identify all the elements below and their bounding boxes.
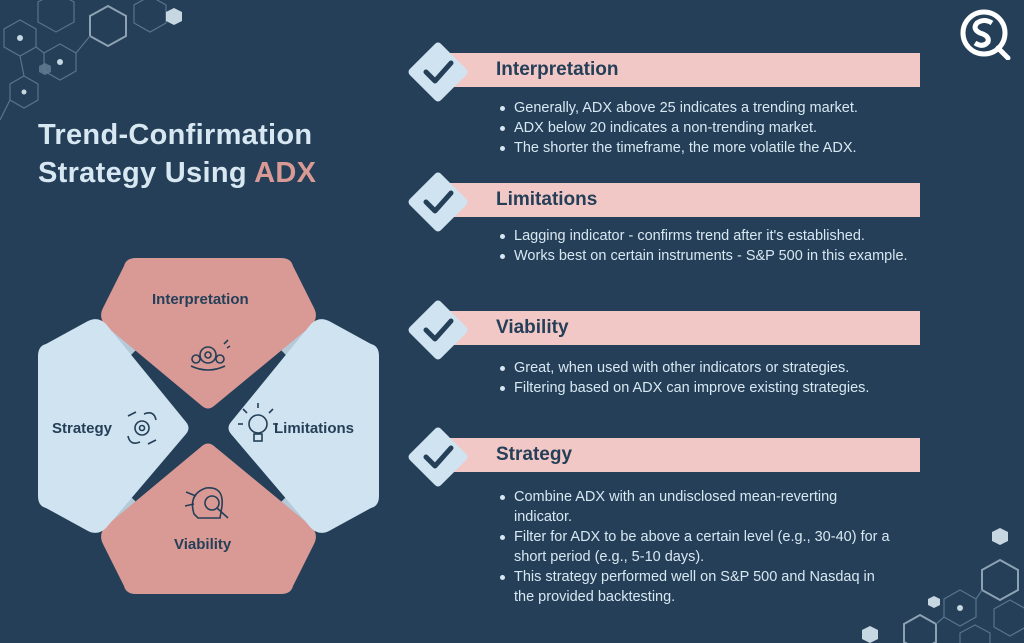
quadrant-left [38, 319, 189, 533]
diagram-label-interpretation: Interpretation [152, 291, 249, 308]
quadrant-diagram: Interpretation Strategy Limitations Viab… [36, 256, 381, 596]
diagram-label-limitations: Limitations [274, 420, 355, 437]
list-item: ADX below 20 indicates a non-trending ma… [498, 118, 938, 138]
section-header-bar: Interpretation [442, 53, 920, 87]
bullet-list: Combine ADX with an undisclosed mean-rev… [498, 487, 898, 607]
bullet-list: Lagging indicator - confirms trend after… [498, 226, 938, 266]
quadrant-shapes [38, 258, 379, 594]
diagram-label-viability: Viability [174, 536, 232, 553]
quadrant-top [101, 258, 316, 409]
magnifier-head-icon [184, 487, 229, 519]
diagram-label-strategy: Strategy [52, 420, 113, 437]
bullet-list: Great, when used with other indicators o… [498, 358, 938, 398]
brand-logo [960, 9, 1011, 60]
section-heading: Interpretation [496, 59, 619, 80]
list-item: Filtering based on ADX can improve exist… [498, 378, 938, 398]
list-item: This strategy performed well on S&P 500 … [498, 567, 898, 607]
quadrant-right [228, 319, 379, 533]
checkmark-icon [408, 300, 468, 360]
handshake-gear-icon [127, 411, 157, 445]
list-item: Great, when used with other indicators o… [498, 358, 938, 378]
title-line2-prefix: Strategy Using [38, 157, 247, 189]
title-line1: Trend-Confirmation [38, 119, 313, 151]
bullet-list: Generally, ADX above 25 indicates a tren… [498, 98, 938, 158]
section-heading: Strategy [496, 444, 573, 465]
lightbulb-icon [238, 403, 278, 442]
list-item: Combine ADX with an undisclosed mean-rev… [498, 487, 898, 527]
title-line2-accent: ADX [254, 157, 317, 189]
section-header-bar: Viability [442, 311, 920, 345]
list-item: Filter for ADX to be above a certain lev… [498, 527, 898, 567]
checkmark-icon [408, 172, 468, 232]
page-title: Trend-Confirmation Strategy Using ADX [38, 116, 316, 192]
list-item: The shorter the timeframe, the more vola… [498, 138, 938, 158]
section-heading: Viability [496, 317, 569, 338]
list-item: Works best on certain instruments - S&P … [498, 246, 938, 266]
list-item: Lagging indicator - confirms trend after… [498, 226, 938, 246]
gears-icon [190, 339, 231, 371]
checkmark-icon [408, 42, 468, 102]
section-header-bar: Limitations [442, 183, 920, 217]
list-item: Generally, ADX above 25 indicates a tren… [498, 98, 938, 118]
checkmark-icon [408, 427, 468, 487]
section-header-bar: Strategy [442, 438, 920, 472]
section-heading: Limitations [496, 189, 598, 210]
